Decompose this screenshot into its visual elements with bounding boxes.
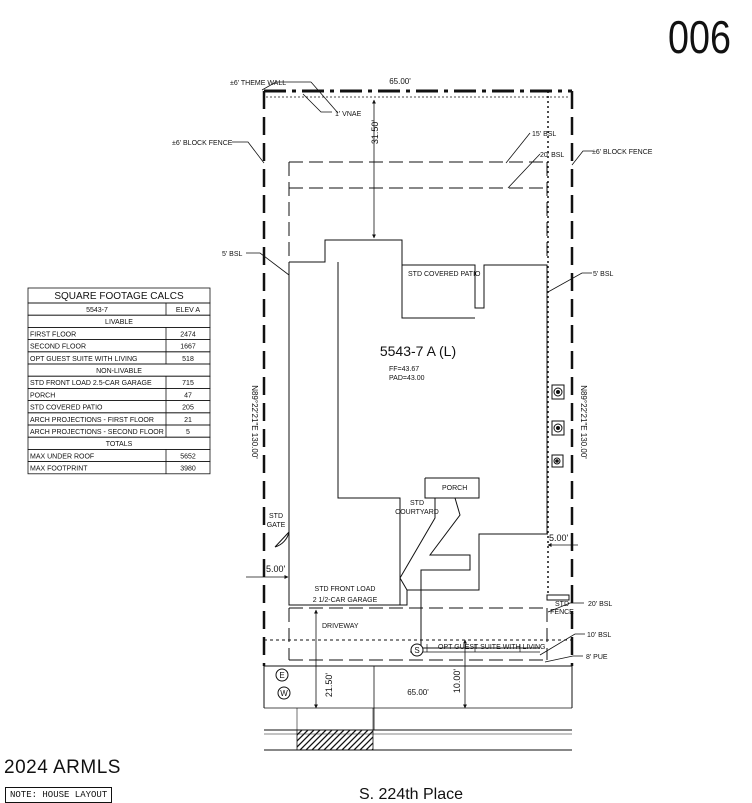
label-20-bsl-bottom: 20' BSL — [588, 601, 612, 608]
table-elev-header: ELEV A — [176, 307, 200, 314]
table-row-label: STD FRONT LOAD 2.5-CAR GARAGE — [30, 380, 152, 387]
table-row-label: ARCH PROJECTIONS - SECOND FLOOR — [30, 429, 164, 436]
std-fence-symbol — [546, 594, 570, 601]
label-block-fence-right: ±6' BLOCK FENCE — [592, 149, 653, 156]
table-row-value: 5652 — [180, 453, 196, 460]
e-marker-icon — [275, 668, 289, 682]
label-covered-patio: STD COVERED PATIO — [408, 271, 481, 278]
table-section-heading: LIVABLE — [105, 319, 133, 326]
square-footage-table: SQUARE FOOTAGE CALCS 5543-7 ELEV A LIVABLE F… — [27, 287, 211, 475]
table-row-value: 21 — [184, 417, 192, 424]
house-footprint — [288, 239, 548, 653]
label-garage-2: 2 1/2-CAR GARAGE — [313, 597, 378, 604]
table-row-label: STD COVERED PATIO — [30, 405, 103, 412]
equipment-pads — [551, 384, 565, 468]
label-courtyard-1: STD — [410, 500, 424, 507]
label-8-pue: 8' PUE — [586, 654, 608, 661]
driveway-apron-hatch — [296, 729, 374, 751]
label-std-fence-2: FENCE — [550, 609, 574, 616]
dim-left-side: 5.00' — [266, 564, 286, 574]
setback-lines — [264, 161, 572, 661]
dim-right-depth: N89°22'21"E 130.00' — [579, 385, 588, 459]
dim-bottom-width: 65.00' — [407, 688, 429, 697]
label-vnae: 1' VNAE — [335, 111, 362, 118]
table-row-value: 1667 — [180, 344, 196, 351]
label-courtyard-2: COURTYARD — [395, 509, 439, 516]
label-driveway: DRIVEWAY — [322, 623, 359, 630]
label-20-bsl-top: 20' BSL — [540, 152, 564, 159]
house-layout-note: NOTE: HOUSE LAYOUT — [5, 787, 113, 803]
street-name: S. 224th Place — [359, 786, 463, 803]
table-row-value: 715 — [182, 380, 194, 387]
dim-front-setback: 21.50' — [324, 673, 334, 698]
label-garage-1: STD FRONT LOAD — [315, 586, 376, 593]
table-row-value: 47 — [184, 392, 192, 399]
w-marker-icon — [277, 686, 291, 700]
plan-name: 5543-7 A (L) — [380, 343, 456, 359]
page-number: 006 — [668, 11, 731, 63]
lot-boundary — [262, 89, 574, 708]
dim-left-depth: N89°22'21"E 130.00' — [250, 385, 259, 459]
dim-pue-depth: 10.00' — [452, 669, 462, 694]
label-5-bsl-right: 5' BSL — [593, 271, 614, 278]
utility-markers — [275, 643, 424, 700]
leader-lines — [232, 81, 593, 663]
plan-ff: FF=43.67 — [389, 366, 419, 373]
table-row-label: MAX FOOTPRINT — [30, 466, 88, 473]
table-row-label: OPT GUEST SUITE WITH LIVING — [30, 356, 137, 363]
table-row-value: 205 — [182, 405, 194, 412]
dim-right-side: 5.00' — [549, 533, 569, 543]
std-gate — [274, 531, 290, 548]
w-marker-label: W — [280, 689, 288, 698]
table-row-value: 5 — [186, 429, 190, 436]
table-row-value: 2474 — [180, 331, 196, 338]
label-std-fence-1: STD — [555, 601, 569, 608]
plan-pad: PAD=43.00 — [389, 375, 425, 382]
e-marker-label: E — [279, 671, 284, 680]
table-row-label: PORCH — [30, 392, 55, 399]
label-gate-2: GATE — [267, 522, 286, 529]
label-5-bsl-left: 5' BSL — [222, 251, 243, 258]
label-gate-1: STD — [269, 513, 283, 520]
dim-top-width: 65.00' — [389, 77, 411, 86]
table-section-heading: TOTALS — [106, 441, 133, 448]
dimension-lines — [246, 99, 578, 730]
table-title: SQUARE FOOTAGE CALCS — [54, 291, 184, 302]
table-row-value: 3980 — [180, 466, 196, 473]
label-theme-wall: ±6' THEME WALL — [230, 80, 286, 87]
s-marker-icon — [410, 643, 424, 657]
table-row-label: ARCH PROJECTIONS - FIRST FLOOR — [30, 417, 154, 424]
table-row-value: 518 — [182, 356, 194, 363]
label-block-fence-left: ±6' BLOCK FENCE — [172, 140, 233, 147]
s-marker-label: S — [414, 646, 419, 655]
table-plan-header: 5543-7 — [86, 307, 108, 314]
table-row-label: FIRST FLOOR — [30, 331, 76, 338]
dim-rear-setback: 31.50' — [370, 120, 380, 145]
table-section-heading: NON-LIVABLE — [96, 368, 142, 375]
copyright: 2024 ARMLS — [4, 757, 121, 778]
label-porch: PORCH — [442, 485, 467, 492]
label-15-bsl: 15' BSL — [532, 131, 556, 138]
label-guest-suite: OPT GUEST SUITE WITH LIVING — [438, 644, 545, 651]
table-row-label: SECOND FLOOR — [30, 344, 86, 351]
label-10-bsl: 10' BSL — [587, 632, 611, 639]
table-row-label: MAX UNDER ROOF — [30, 453, 94, 460]
